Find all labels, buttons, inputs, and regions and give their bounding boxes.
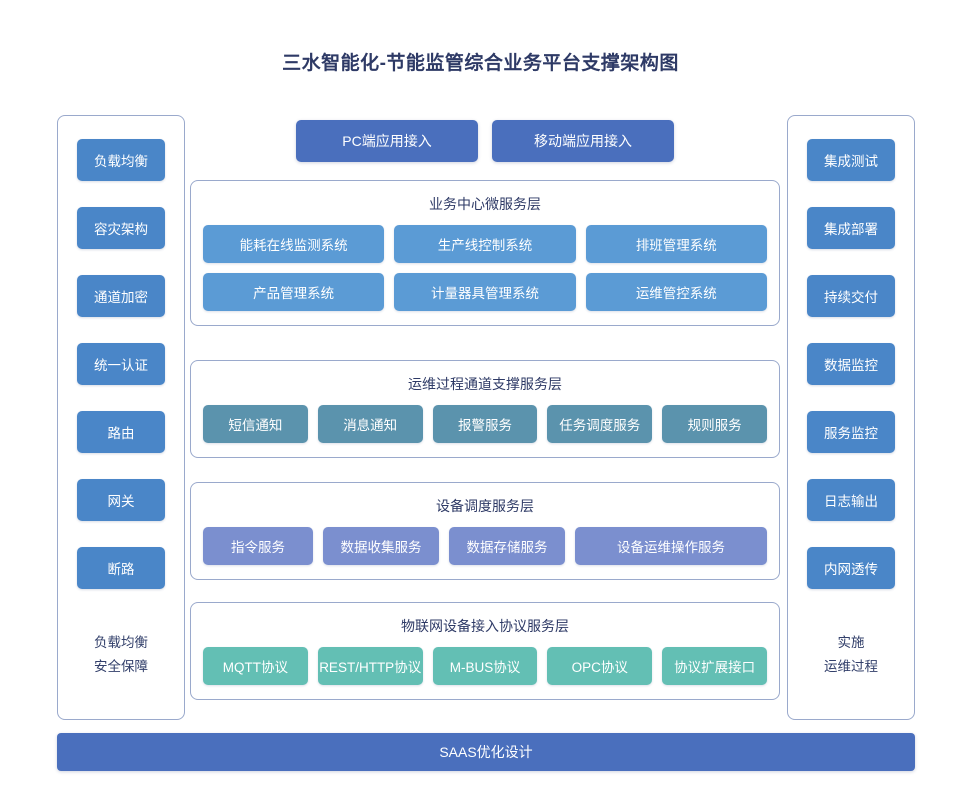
saas-optimization-bar[interactable]: SAAS优化设计 [57,733,915,771]
node-sms-notification[interactable]: 短信通知 [203,405,308,443]
node-protocol-extension-interface[interactable]: 协议扩展接口 [662,647,767,685]
right-panel-footer-line1: 实施 [837,635,865,650]
sidebar-item-log-output[interactable]: 日志输出 [807,479,895,521]
sidebar-item-load-balance[interactable]: 负载均衡 [77,139,165,181]
node-mbus-protocol[interactable]: M-BUS协议 [432,647,538,685]
node-message-notification[interactable]: 消息通知 [317,405,423,443]
sidebar-item-integration-test[interactable]: 集成测试 [807,139,895,181]
application-access-row: PC端应用接入 移动端应用接入 [190,120,780,162]
layer-iot-protocol-access: 物联网设备接入协议服务层 MQTT协议 REST/HTTP协议 M-BUS协议 … [190,602,780,700]
node-energy-monitoring-system[interactable]: 能耗在线监测系统 [203,225,385,263]
sidebar-item-routing[interactable]: 路由 [77,411,165,453]
right-capability-panel: 集成测试 集成部署 持续交付 数据监控 服务监控 日志输出 内网透传 实施 运维… [787,115,915,720]
sidebar-item-data-monitoring[interactable]: 数据监控 [807,343,895,385]
left-panel-footer: 负载均衡 安全保障 [94,631,148,679]
sidebar-item-dr-architecture[interactable]: 容灾架构 [77,207,165,249]
node-device-ops-operation-service[interactable]: 设备运维操作服务 [575,527,767,565]
node-ops-control-system[interactable]: 运维管控系统 [585,273,767,311]
left-capability-panel: 负载均衡 容灾架构 通道加密 统一认证 路由 网关 断路 负载均衡 安全保障 [57,115,185,720]
sidebar-item-continuous-delivery[interactable]: 持续交付 [807,275,895,317]
pc-access-button[interactable]: PC端应用接入 [296,120,478,162]
node-rest-http-protocol[interactable]: REST/HTTP协议 [317,647,423,685]
sidebar-item-circuit-breaker[interactable]: 断路 [77,547,165,589]
page-title: 三水智能化-节能监管综合业务平台支撑架构图 [282,53,679,74]
layer-row: 能耗在线监测系统 生产线控制系统 排班管理系统 [203,225,767,263]
sidebar-item-gateway[interactable]: 网关 [77,479,165,521]
node-command-service[interactable]: 指令服务 [203,527,313,565]
layer-device-scheduling: 设备调度服务层 指令服务 数据收集服务 数据存储服务 设备运维操作服务 [190,482,780,580]
node-data-storage-service[interactable]: 数据存储服务 [449,527,565,565]
node-shift-management-system[interactable]: 排班管理系统 [585,225,767,263]
right-panel-footer-line2: 运维过程 [824,659,878,674]
left-panel-footer-line1: 负载均衡 [94,635,148,650]
mobile-access-button[interactable]: 移动端应用接入 [492,120,674,162]
layer-title-ops: 运维过程通道支撑服务层 [408,376,562,392]
layer-title-iot: 物联网设备接入协议服务层 [401,618,569,634]
node-opc-protocol[interactable]: OPC协议 [547,647,653,685]
node-task-scheduling-service[interactable]: 任务调度服务 [547,405,653,443]
sidebar-item-service-monitoring[interactable]: 服务监控 [807,411,895,453]
layer-row: 指令服务 数据收集服务 数据存储服务 设备运维操作服务 [203,527,767,565]
left-panel-footer-line2: 安全保障 [94,659,148,674]
node-metering-device-management-system[interactable]: 计量器具管理系统 [394,273,576,311]
node-rule-service[interactable]: 规则服务 [662,405,767,443]
layer-ops-channel-support: 运维过程通道支撑服务层 短信通知 消息通知 报警服务 任务调度服务 规则服务 [190,360,780,458]
sidebar-item-intranet-tunnel[interactable]: 内网透传 [807,547,895,589]
node-mqtt-protocol[interactable]: MQTT协议 [203,647,308,685]
layer-row: MQTT协议 REST/HTTP协议 M-BUS协议 OPC协议 协议扩展接口 [203,647,767,685]
sidebar-item-integration-deploy[interactable]: 集成部署 [807,207,895,249]
layer-title-device: 设备调度服务层 [436,498,534,514]
layer-business-microservices: 业务中心微服务层 能耗在线监测系统 生产线控制系统 排班管理系统 产品管理系统 … [190,180,780,326]
node-alarm-service[interactable]: 报警服务 [432,405,538,443]
layer-title-business: 业务中心微服务层 [429,196,541,212]
right-panel-footer: 实施 运维过程 [824,631,878,679]
sidebar-item-unified-auth[interactable]: 统一认证 [77,343,165,385]
layer-row: 短信通知 消息通知 报警服务 任务调度服务 规则服务 [203,405,767,443]
node-data-collection-service[interactable]: 数据收集服务 [323,527,439,565]
node-product-management-system[interactable]: 产品管理系统 [203,273,385,311]
layer-row: 产品管理系统 计量器具管理系统 运维管控系统 [203,273,767,311]
sidebar-item-channel-encryption[interactable]: 通道加密 [77,275,165,317]
node-production-line-control-system[interactable]: 生产线控制系统 [394,225,576,263]
